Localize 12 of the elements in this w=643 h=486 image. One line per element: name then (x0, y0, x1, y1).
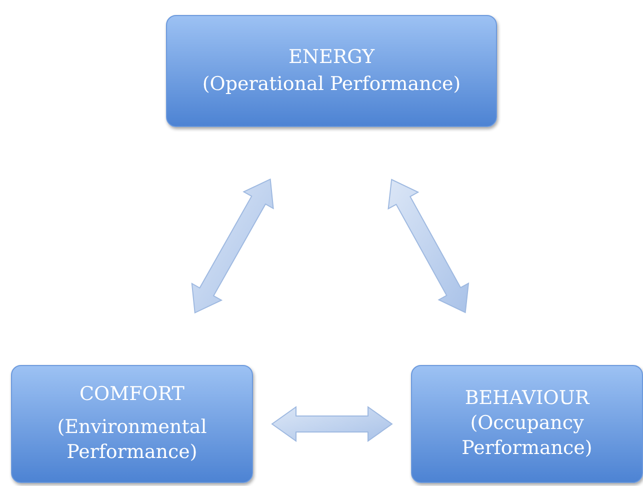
box-text: (Operational Performance) (202, 72, 461, 97)
box-heading: BEHAVIOUR (464, 386, 590, 411)
box-text: (Occupancy Performance) (460, 410, 594, 462)
double-arrow (388, 178, 470, 314)
box-text: (Environmental Performance) (56, 414, 208, 466)
rounded-box (166, 15, 497, 127)
box-heading: COMFORT (80, 382, 184, 407)
rounded-box (11, 365, 253, 483)
double-arrow (191, 178, 274, 314)
rounded-box (411, 365, 643, 483)
box-heading: ENERGY (288, 44, 375, 70)
double-arrow (271, 406, 393, 442)
